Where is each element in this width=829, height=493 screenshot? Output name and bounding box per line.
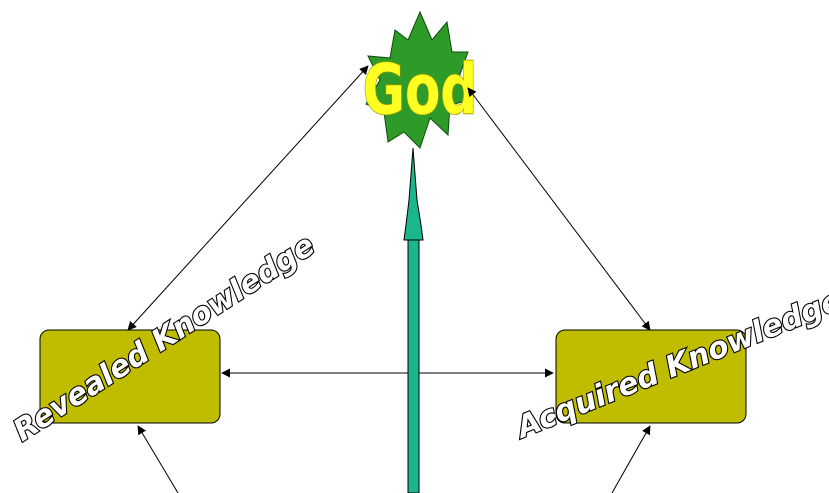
arrow-god-to-revealed	[127, 65, 369, 331]
arrow-god-to-acquired	[467, 87, 651, 331]
starburst-shape	[365, 10, 471, 149]
center-arrow	[403, 147, 424, 493]
arrow-bottom-right	[611, 425, 651, 493]
arrow-bottom-left	[137, 425, 179, 493]
revealed-knowledge-box	[39, 329, 221, 424]
acquired-knowledge-box	[555, 329, 747, 424]
god-label: God	[363, 50, 477, 131]
